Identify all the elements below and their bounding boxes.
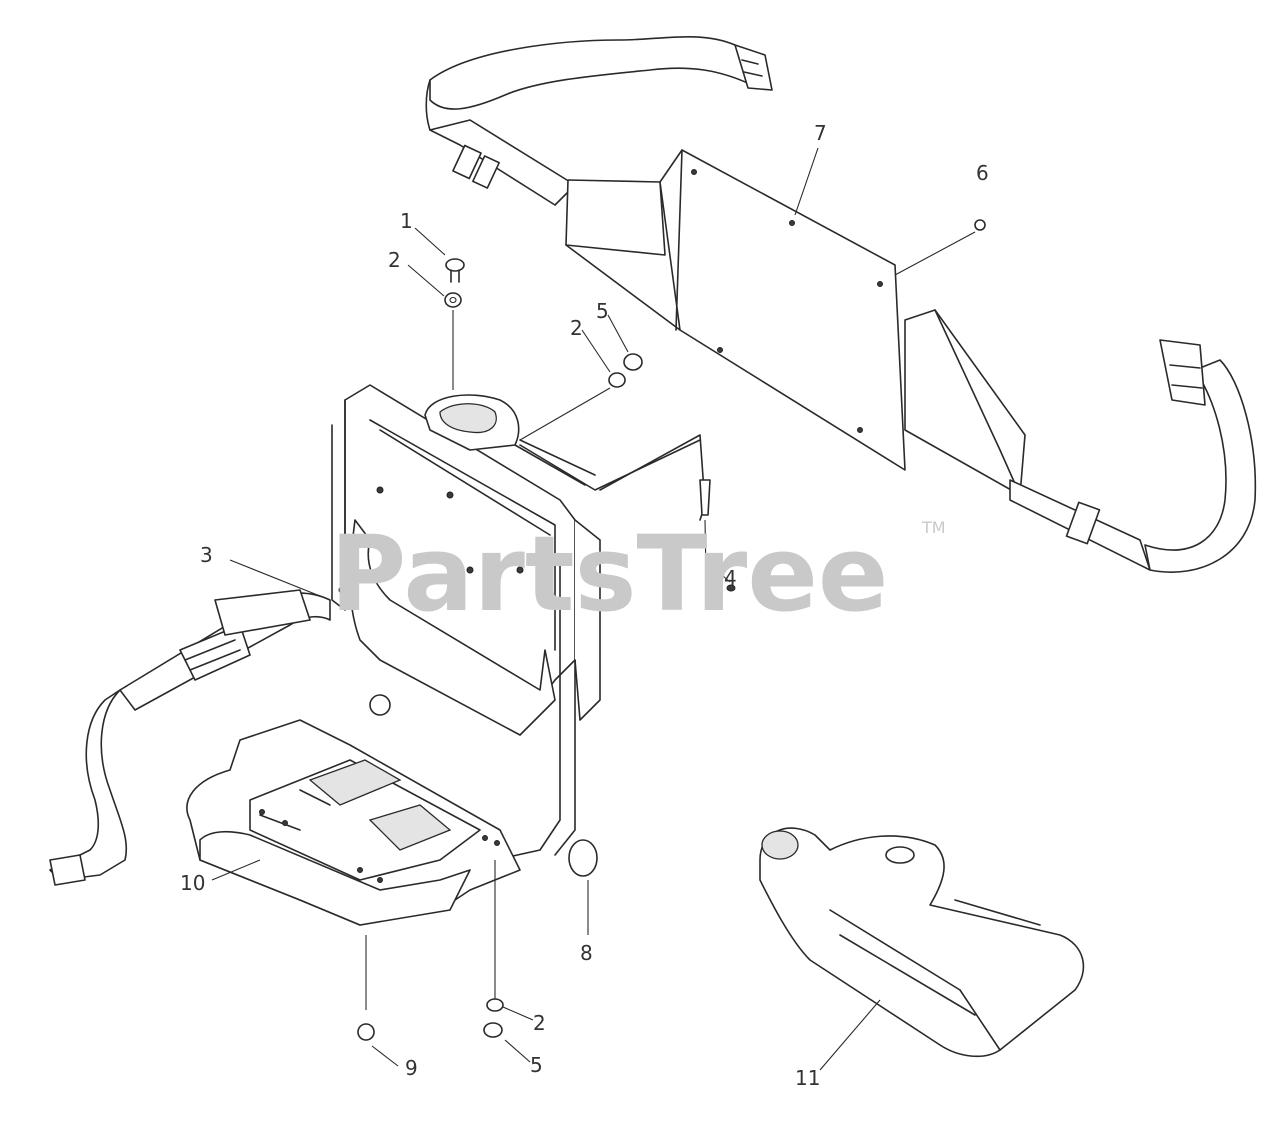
waist-strap	[49, 589, 331, 886]
callout-11: 11	[795, 1066, 820, 1090]
callout-5-mid: 5	[596, 299, 609, 323]
fuel-tank	[759, 827, 1085, 1058]
callout-2-bottom: 2	[533, 1011, 546, 1035]
backpack-frame	[331, 384, 706, 861]
callout-labels: 1 2 2 5 7 6 3 4 10 8 2 5 9 11	[180, 121, 989, 1090]
watermark-trademark: TM	[921, 518, 946, 537]
callout-6: 6	[976, 161, 989, 185]
shoulder-strap-upper	[425, 35, 773, 206]
callout-10: 10	[180, 871, 205, 895]
back-pad	[565, 149, 906, 471]
callout-1: 1	[400, 209, 413, 233]
callout-3: 3	[200, 543, 213, 567]
leader-lines	[211, 147, 976, 1071]
callout-9: 9	[405, 1056, 418, 1080]
watermark-text: PartsTree	[330, 513, 888, 635]
callout-2-mid: 2	[570, 316, 583, 340]
callout-4: 4	[724, 566, 737, 590]
hardware	[357, 219, 986, 1041]
callout-8: 8	[580, 941, 593, 965]
backpack-base	[186, 694, 521, 926]
shoulder-strap-right	[904, 309, 1257, 573]
callout-2-top: 2	[388, 248, 401, 272]
callout-5-bottom: 5	[530, 1053, 543, 1077]
callout-7: 7	[814, 121, 827, 145]
